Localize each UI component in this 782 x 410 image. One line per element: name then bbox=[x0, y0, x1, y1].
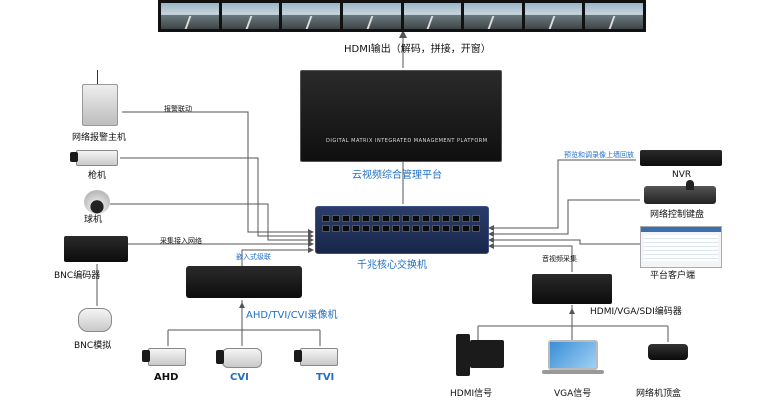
core-switch-device bbox=[315, 206, 489, 254]
hdmi-encoder-icon bbox=[532, 274, 612, 304]
joystick-icon bbox=[686, 180, 694, 190]
video-wall-tile bbox=[282, 3, 340, 29]
laptop-base-icon bbox=[542, 370, 604, 374]
alarm-host-icon bbox=[82, 84, 118, 126]
platform-client-label: 平台客户端 bbox=[650, 271, 696, 281]
tvi-camera-icon bbox=[300, 348, 338, 366]
hdmi-encoder-label: HDMI/VGA/SDI编码器 bbox=[590, 307, 682, 317]
cloud-platform-label: 云视频综合管理平台 bbox=[352, 170, 442, 181]
antenna-icon bbox=[97, 70, 98, 84]
dvr-label: AHD/TVI/CVI录像机 bbox=[246, 310, 338, 321]
cvi-label: CVI bbox=[230, 372, 249, 383]
client-software-window bbox=[640, 226, 722, 268]
laptop-icon bbox=[548, 340, 598, 370]
collect-network-label: 采集接入网络 bbox=[160, 237, 202, 245]
monitor-icon bbox=[470, 340, 504, 368]
alarm-link-label: 报警联动 bbox=[164, 105, 192, 113]
ahd-camera-icon bbox=[148, 348, 186, 366]
video-wall-tile bbox=[585, 3, 643, 29]
nvr-label: NVR bbox=[672, 170, 692, 180]
set-top-box-label: 网络机顶盒 bbox=[636, 389, 682, 399]
gun-camera-lens-icon bbox=[70, 152, 78, 162]
gun-camera-icon bbox=[76, 150, 118, 166]
core-switch-label: 千兆核心交换机 bbox=[357, 260, 427, 271]
ahd-label: AHD bbox=[154, 372, 179, 383]
audio-video-collect-label: 音视频采集 bbox=[542, 255, 577, 263]
keyboard-icon bbox=[644, 186, 716, 204]
bnc-analog-label: BNC模拟 bbox=[74, 341, 112, 351]
tvi-camera-lens-icon bbox=[294, 350, 302, 362]
video-wall-tile bbox=[221, 3, 280, 29]
set-top-box-icon bbox=[648, 344, 688, 360]
nvr-device-icon bbox=[640, 150, 722, 166]
alarm-host-label: 网络报警主机 bbox=[72, 133, 127, 143]
matrix-platform-text: DIGITAL MATRIX INTEGRATED MANAGEMENT PLA… bbox=[326, 138, 488, 144]
video-wall-tile bbox=[161, 3, 219, 29]
cvi-camera-lens-icon bbox=[216, 350, 224, 364]
network-keyboard-label: 网络控制键盘 bbox=[650, 210, 705, 220]
cascade-label: 嵌入式级联 bbox=[236, 253, 271, 261]
video-wall-tile bbox=[403, 3, 462, 29]
video-wall-tile bbox=[342, 3, 401, 29]
video-wall-tile bbox=[524, 3, 583, 29]
preview-playback-label: 预览和调录像上墙回放 bbox=[564, 151, 634, 159]
pc-tower-icon bbox=[456, 334, 470, 376]
gun-camera-label: 枪机 bbox=[88, 171, 107, 181]
ahd-camera-lens-icon bbox=[142, 350, 150, 362]
cvi-camera-icon bbox=[222, 348, 262, 368]
video-wall-tile bbox=[464, 3, 522, 29]
bnc-encoder-icon bbox=[64, 236, 128, 262]
bnc-encoder-label: BNC编码器 bbox=[54, 271, 101, 281]
dome-camera-icon bbox=[84, 190, 110, 214]
matrix-platform-device bbox=[300, 70, 502, 162]
hdmi-output-label: HDMI输出（解码，拼接，开窗） bbox=[344, 44, 491, 55]
video-wall bbox=[158, 0, 646, 32]
dvr-device bbox=[186, 266, 302, 298]
hdmi-signal-label: HDMI信号 bbox=[450, 389, 493, 399]
dome-camera-label: 球机 bbox=[84, 215, 103, 225]
bnc-analog-camera-icon bbox=[78, 308, 112, 332]
vga-signal-label: VGA信号 bbox=[554, 389, 592, 399]
tvi-label: TVI bbox=[316, 372, 335, 383]
